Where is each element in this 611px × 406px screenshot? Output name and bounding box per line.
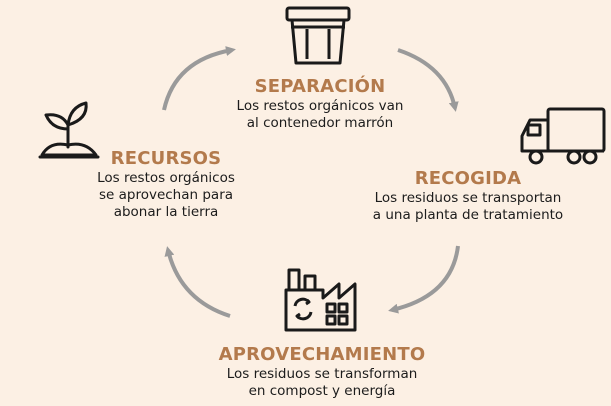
step-title: SEPARACIÓN xyxy=(254,76,386,97)
arrow-aprovechamiento-to-recursos xyxy=(164,246,231,318)
step-title: APROVECHAMIENTO xyxy=(218,344,426,365)
step-description-line: Los residuos se transforman xyxy=(226,366,418,382)
sprout-icon xyxy=(38,101,100,159)
bin-icon xyxy=(285,6,351,65)
arrow-separacion-to-recogida xyxy=(397,48,459,112)
step-description-line: Los restos orgánicos van xyxy=(236,98,404,114)
truck-icon xyxy=(520,107,606,165)
step-description-line: se aprovechan para xyxy=(98,187,234,203)
step-description-line: a una planta de tratamiento xyxy=(372,207,564,223)
step-title: RECOGIDA xyxy=(414,168,522,189)
step-description-line: en compost y energía xyxy=(248,383,396,399)
step-recogida: RECOGIDA Los residuos se transportan a u… xyxy=(350,168,586,224)
step-description-line: Los residuos se transportan xyxy=(374,190,562,206)
step-aprovechamiento: APROVECHAMIENTO Los residuos se transfor… xyxy=(180,344,464,400)
arrow-recursos-to-separacion xyxy=(162,46,236,111)
step-title: RECURSOS xyxy=(110,148,222,169)
step-recursos: RECURSOS Los restos orgánicos se aprovec… xyxy=(66,148,266,221)
arrow-recogida-to-aprovechamiento xyxy=(388,245,460,314)
step-separacion: SEPARACIÓN Los restos orgánicos van al c… xyxy=(180,76,460,132)
step-description-line: al contenedor marrón xyxy=(246,115,394,131)
factory-icon xyxy=(284,268,357,332)
step-description-line: Los restos orgánicos xyxy=(97,170,235,186)
step-description-line: abonar la tierra xyxy=(113,204,219,220)
